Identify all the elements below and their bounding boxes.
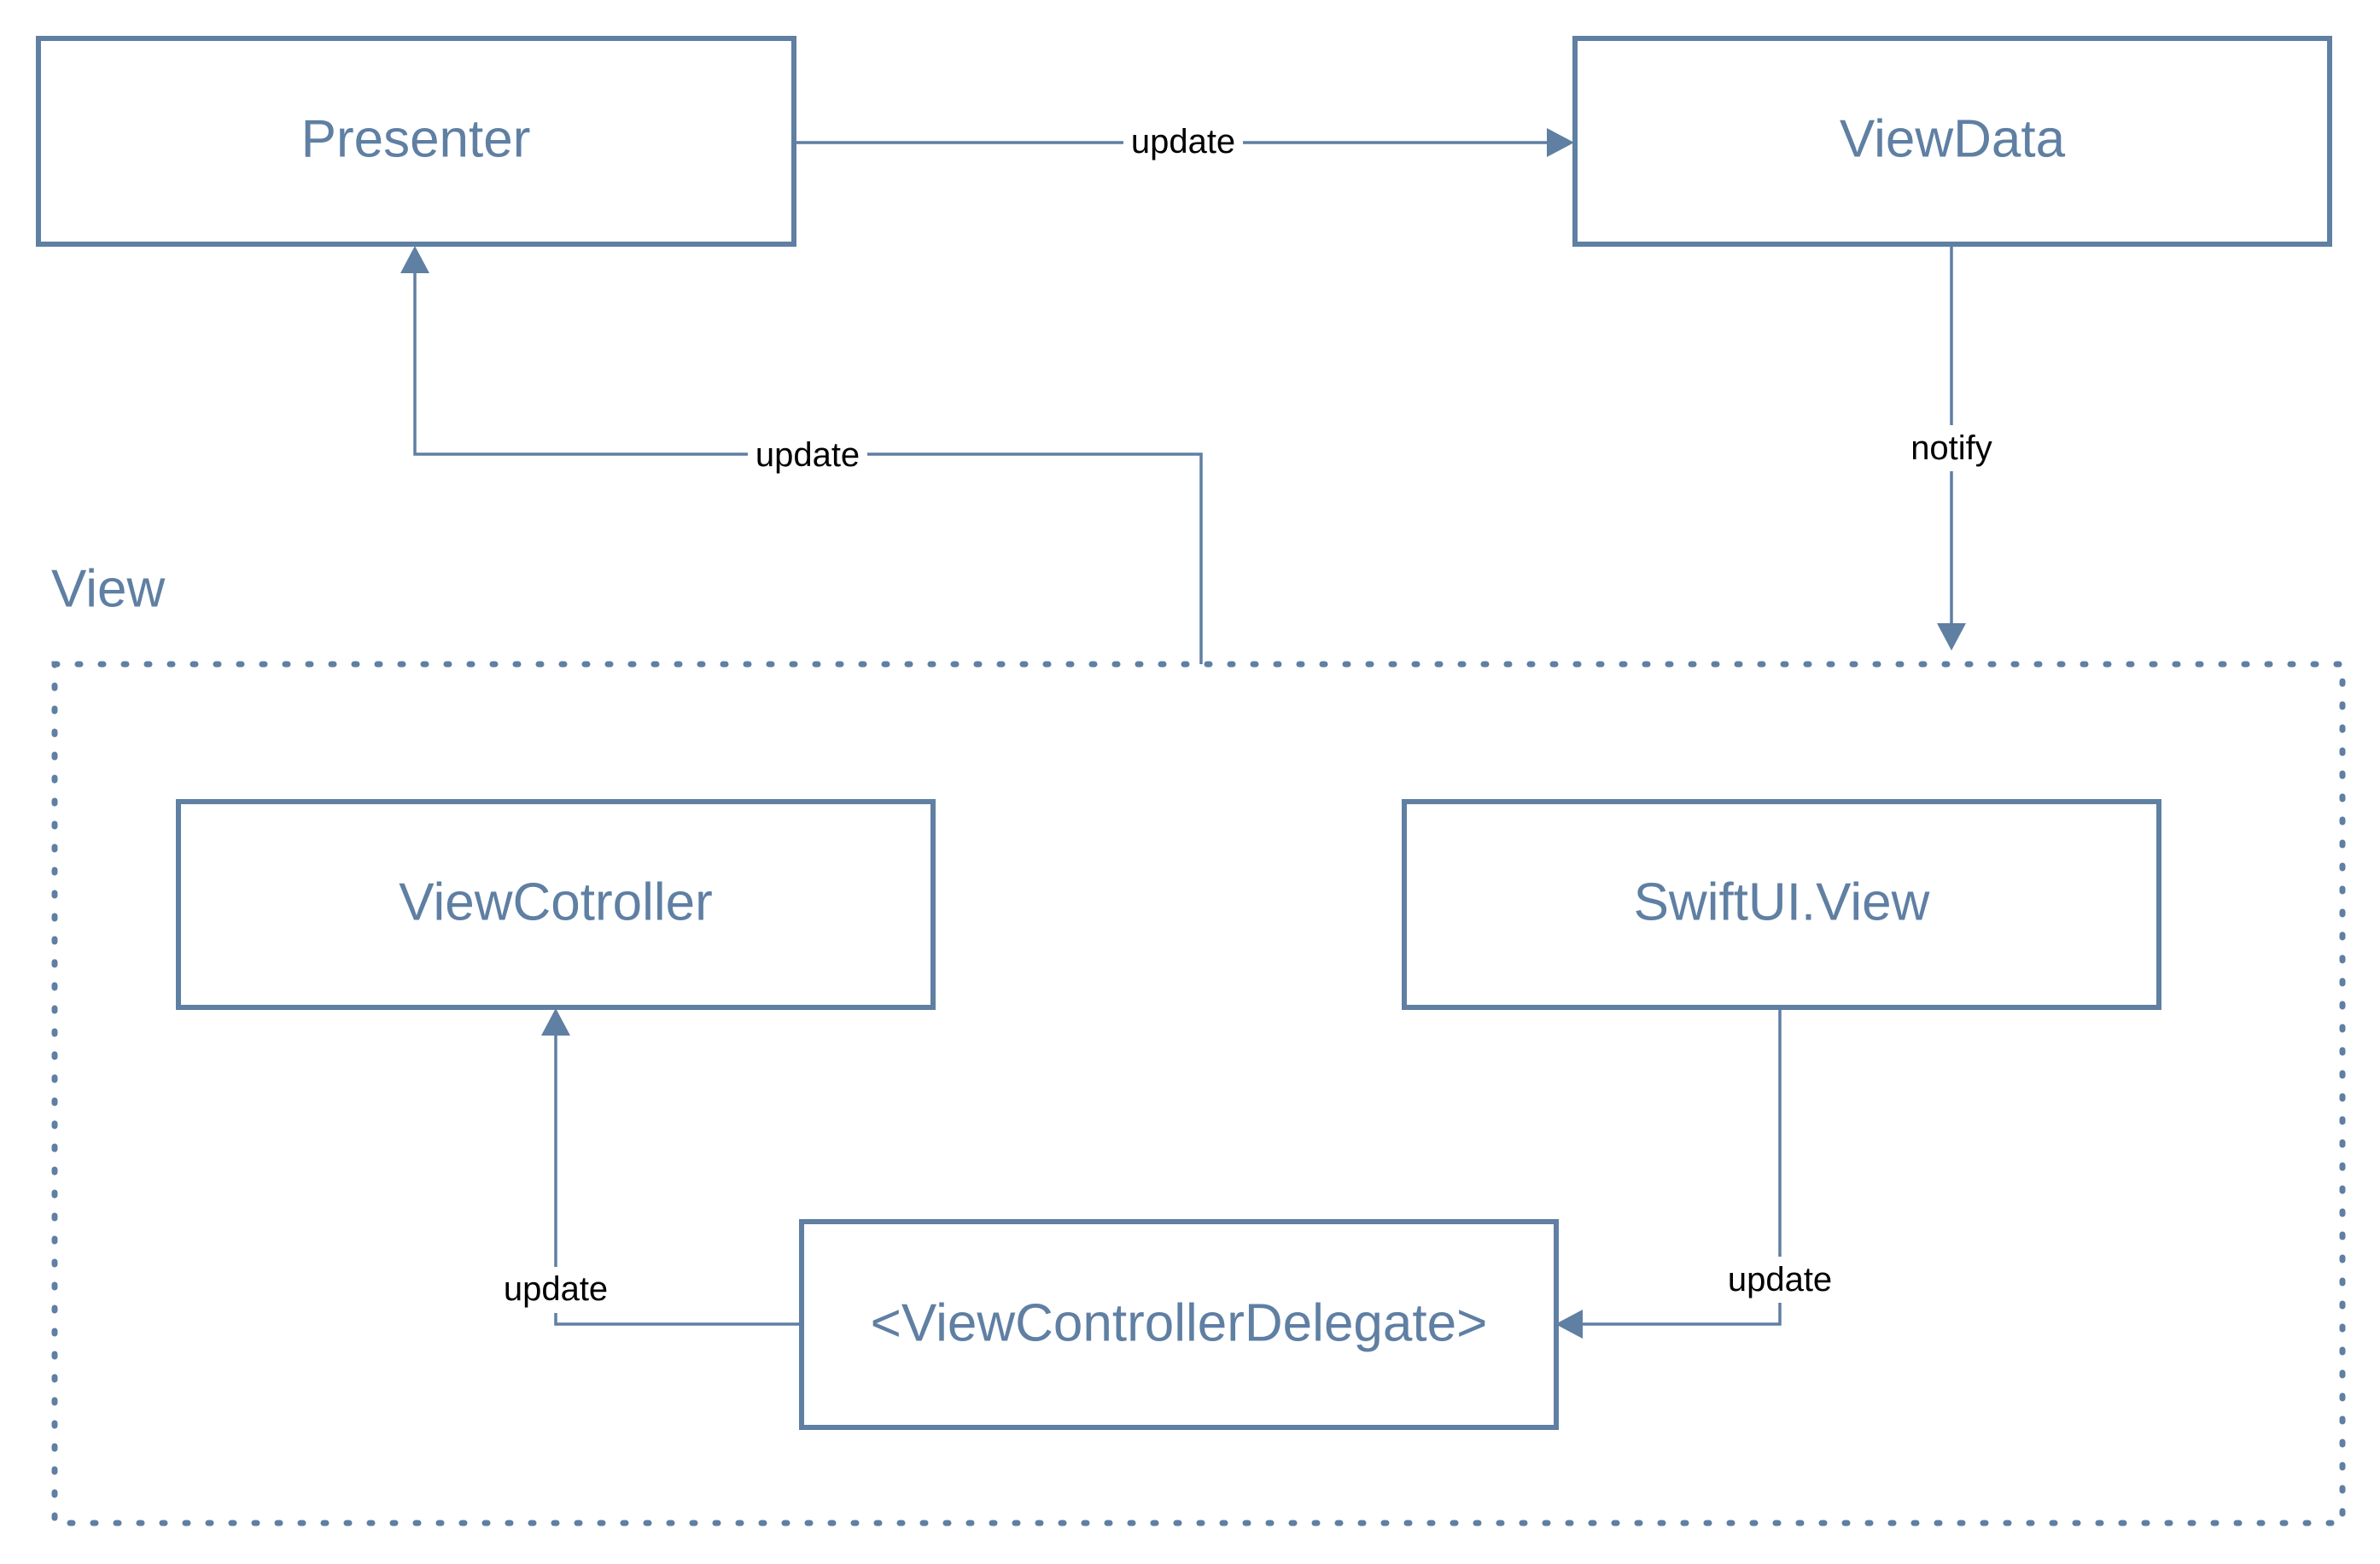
- node-viewdata-label: ViewData: [1840, 110, 2066, 169]
- node-swiftui-view: SwiftUI.View: [1402, 799, 2161, 1010]
- node-viewdata: ViewData: [1572, 36, 2332, 247]
- edge-label-view-to-presenter: update: [755, 436, 860, 474]
- view-group-label: View: [51, 560, 165, 619]
- arrowhead-icon: [400, 246, 429, 273]
- node-delegate: <ViewControllerDelegate>: [799, 1219, 1559, 1430]
- view-group-border: [51, 661, 2346, 1526]
- edge-swiftui-to-delegate: update: [1555, 1007, 1842, 1339]
- edge-label-swiftui-to-delegate: update: [1728, 1261, 1832, 1298]
- arrowhead-icon: [1547, 128, 1574, 157]
- edge-label-presenter-to-viewdata: update: [1131, 123, 1235, 160]
- node-presenter: Presenter: [36, 36, 796, 247]
- node-swiftui-view-label: SwiftUI.View: [1634, 873, 1930, 932]
- arrowhead-icon: [1937, 623, 1966, 651]
- edge-view-to-presenter: update: [400, 246, 1203, 664]
- edge-presenter-to-viewdata: update: [796, 121, 1574, 164]
- edge-viewdata-to-view: notify: [1900, 246, 2004, 651]
- node-delegate-label: <ViewControllerDelegate>: [871, 1294, 1488, 1353]
- arrowhead-icon: [541, 1008, 570, 1036]
- edge-label-viewdata-to-view: notify: [1910, 429, 1992, 467]
- node-viewcontroller-label: ViewCotroller: [399, 873, 713, 932]
- arrowhead-icon: [1555, 1310, 1583, 1339]
- edge-delegate-to-viewcontroller: update: [493, 1008, 801, 1326]
- edge-label-delegate-to-viewcontroller: update: [504, 1270, 608, 1308]
- node-presenter-label: Presenter: [301, 110, 531, 169]
- node-viewcontroller: ViewCotroller: [176, 799, 936, 1010]
